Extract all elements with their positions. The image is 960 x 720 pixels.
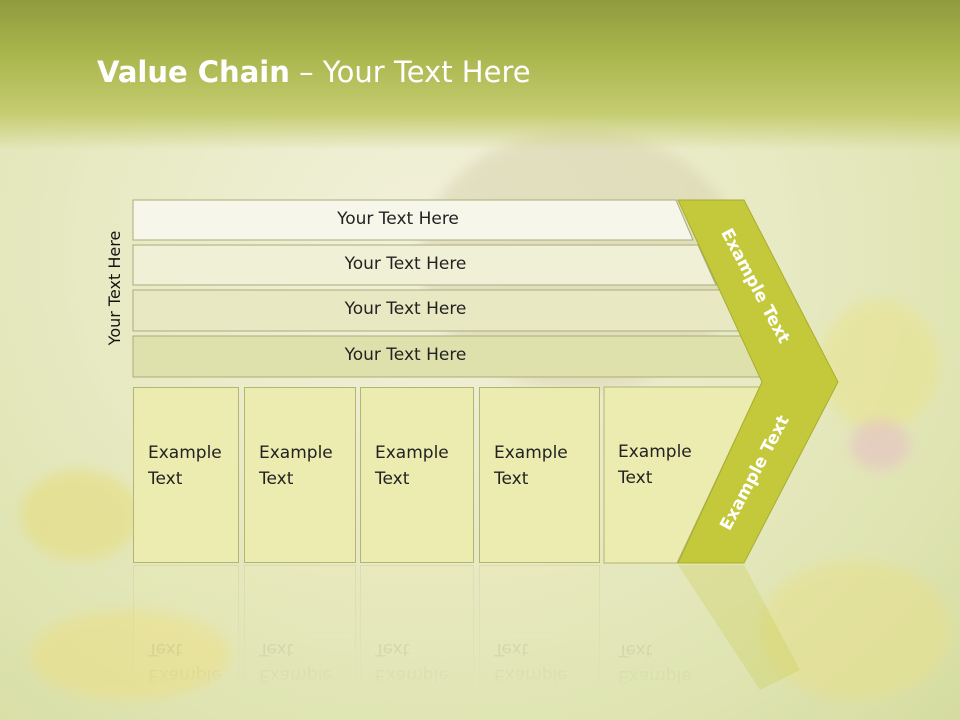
column-2-line2: Text	[259, 469, 294, 489]
background-blur	[30, 610, 230, 700]
column-3-line1: Example	[375, 443, 449, 463]
column-2-reflection-line1: Example	[259, 665, 333, 685]
bar-1-shape	[132, 199, 694, 241]
column-2-reflection-line2: Text	[259, 639, 294, 659]
chevron-arrow-shape	[677, 199, 839, 564]
page-title: Value Chain – Your Text Here	[97, 55, 531, 89]
column-4-reflection-line1: Example	[494, 665, 568, 685]
column-5-reflection-line1: Example	[618, 666, 692, 686]
column-4-reflection: Example Text	[479, 565, 600, 695]
background-blur	[760, 560, 950, 700]
column-3-reflection: Example Text	[360, 565, 474, 695]
column-3-reflection-line1: Example	[375, 665, 449, 685]
bar-1-label: Your Text Here	[337, 209, 459, 229]
column-2-reflection: Example Text	[244, 565, 356, 695]
title-bold: Value Chain	[97, 55, 290, 89]
column-2-line1: Example	[259, 443, 333, 463]
title-band	[0, 0, 960, 150]
column-1-line2: Text	[148, 469, 183, 489]
bar-3-label: Your Text Here	[344, 299, 467, 319]
column-1-reflection-line1: Example	[148, 665, 222, 685]
column-3-line2: Text	[375, 469, 410, 489]
column-5-line1: Example	[618, 442, 692, 462]
column-1-reflection: Example Text	[133, 565, 239, 695]
column-3-reflection-line2: Text	[375, 639, 410, 659]
bar-2-shape	[132, 244, 717, 286]
bar-item-4: Your Text Here	[133, 336, 698, 376]
column-4-reflection-line2: Text	[494, 639, 529, 659]
column-1-line1: Example	[148, 443, 222, 463]
bar-item-2: Your Text Here	[133, 245, 698, 285]
bar-2-label: Your Text Here	[344, 254, 467, 274]
background-blur	[20, 470, 140, 560]
column-5-shape	[603, 386, 761, 564]
bar-item-1: Your Text Here	[133, 200, 683, 240]
column-5-reflection: Example Text	[604, 565, 704, 695]
column-4-line2: Text	[494, 469, 529, 489]
title-rest: – Your Text Here	[289, 55, 531, 89]
column-1-reflection-line2: Text	[148, 639, 183, 659]
column-4-line1: Example	[494, 443, 568, 463]
chevron-reflection	[678, 565, 800, 690]
column-5-line2: Text	[618, 468, 653, 488]
column-5-reflection-line2: Text	[618, 640, 653, 660]
bar-4-label: Your Text Here	[344, 345, 467, 365]
background-blur	[850, 420, 910, 470]
background-blur	[820, 300, 940, 430]
bar-item-3: Your Text Here	[133, 290, 698, 330]
